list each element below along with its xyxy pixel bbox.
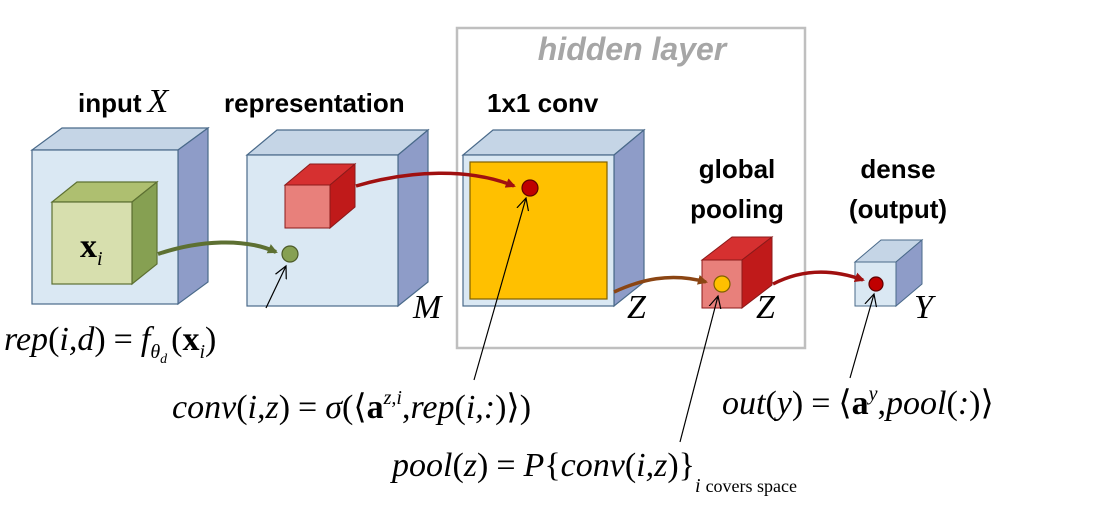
pointer-conv (473, 198, 526, 381)
conv-box (461, 128, 646, 308)
arrow-rep-to-conv (355, 171, 516, 188)
formula-rep: rep(i,d)=fθd(xi) (4, 321, 216, 367)
pointer-out (849, 294, 874, 379)
formula-out: out(y)=⟨ay,pool(:)⟩ (722, 383, 994, 422)
dense-label-line1: dense (860, 154, 935, 184)
pointer-pool (679, 296, 718, 443)
arrow-conv-to-pool (613, 275, 708, 294)
conv-label: 1x1 conv (487, 88, 599, 118)
pooling-label-line1: global (699, 154, 776, 184)
representation-label: representation (224, 88, 405, 118)
hidden-layer-frame (455, 26, 807, 350)
formula-conv: conv(i,z)=σ(⟨az,i,rep(i,:)⟩) (172, 387, 531, 426)
dense-cube (853, 238, 924, 308)
dim-rep: M (412, 289, 443, 326)
arrow-input-to-rep (157, 240, 278, 256)
xi-label: xi (80, 228, 103, 270)
representation-point (281, 245, 299, 263)
dim-conv: Z (627, 289, 647, 326)
dense-label-line2: (output) (849, 194, 947, 224)
conv-point (521, 179, 539, 197)
dense-point (868, 276, 884, 292)
representation-red-cube (283, 162, 357, 230)
dim-pool: Z (756, 289, 776, 326)
input-sample-cube (50, 180, 159, 286)
hidden-layer-title: hidden layer (538, 31, 728, 67)
pointer-rep (265, 266, 286, 309)
arrow-pool-to-dense (772, 270, 865, 286)
pooling-label-line2: pooling (690, 194, 784, 224)
dim-out: Y (914, 289, 936, 326)
pooling-point (713, 275, 731, 293)
pooling-cube (700, 235, 774, 310)
